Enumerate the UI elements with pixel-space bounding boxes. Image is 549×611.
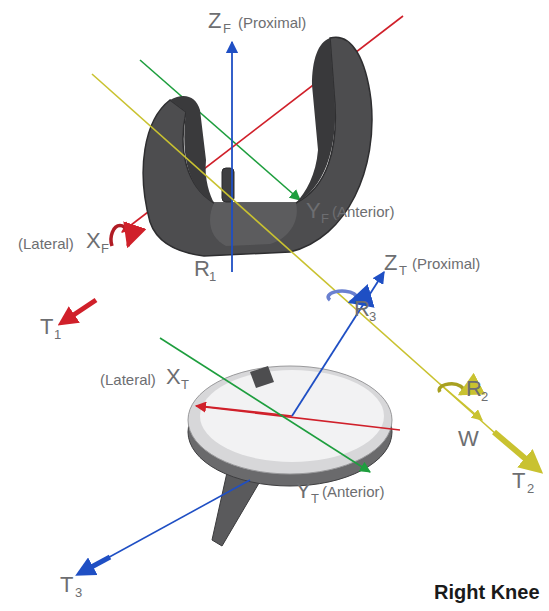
direction-label: (Anterior) bbox=[322, 484, 385, 499]
y-tibia-axis bbox=[160, 338, 370, 472]
axis-letter: T bbox=[512, 470, 525, 492]
figure-caption: Right Knee bbox=[434, 582, 540, 602]
axis-letter: T bbox=[60, 574, 73, 596]
axis-subscript: F bbox=[101, 242, 109, 255]
direction-label: (Anterior) bbox=[332, 204, 395, 219]
tibial-component bbox=[188, 366, 392, 546]
axis-letter: R bbox=[194, 258, 210, 280]
axis-subscript: F bbox=[223, 22, 231, 35]
r1-rotation bbox=[111, 226, 129, 246]
z-tibia-axis bbox=[292, 272, 384, 416]
axis-subscript: T bbox=[181, 378, 189, 391]
t1-arrow bbox=[66, 300, 96, 320]
axis-letter: X bbox=[86, 230, 101, 252]
axis-subscript: 1 bbox=[54, 328, 61, 341]
direction-label: (Lateral) bbox=[18, 236, 74, 251]
axis-letter: Z bbox=[384, 252, 397, 274]
femoral-component bbox=[143, 37, 372, 256]
axis-letter: R bbox=[466, 378, 482, 400]
axis-subscript: F bbox=[321, 212, 329, 225]
t3-arrow bbox=[84, 557, 110, 571]
direction-label: (Proximal) bbox=[238, 15, 306, 30]
axis-subscript: T bbox=[399, 264, 407, 277]
axis-letter: Z bbox=[208, 10, 221, 32]
z-femur-axis bbox=[231, 42, 233, 272]
axis-letter: X bbox=[166, 366, 181, 388]
direction-label: (Lateral) bbox=[100, 372, 156, 387]
axis-letter: W bbox=[458, 428, 479, 450]
axis-subscript: 1 bbox=[209, 270, 216, 283]
r3-rotation bbox=[328, 291, 356, 302]
axis-subscript: 2 bbox=[481, 390, 488, 403]
t3-axis bbox=[82, 480, 250, 572]
axis-subscript: 3 bbox=[75, 586, 82, 599]
r2-rotation bbox=[439, 384, 463, 394]
axis-letter: Y bbox=[296, 480, 311, 502]
t2-arrow bbox=[494, 432, 534, 466]
axis-letter: R bbox=[354, 298, 370, 320]
axis-letter: T bbox=[40, 316, 53, 338]
axis-subscript: 3 bbox=[369, 310, 376, 323]
axis-subscript: 2 bbox=[527, 482, 534, 495]
axis-subscript: T bbox=[311, 492, 319, 505]
axis-letter: Y bbox=[306, 200, 321, 222]
direction-label: (Proximal) bbox=[412, 256, 480, 271]
